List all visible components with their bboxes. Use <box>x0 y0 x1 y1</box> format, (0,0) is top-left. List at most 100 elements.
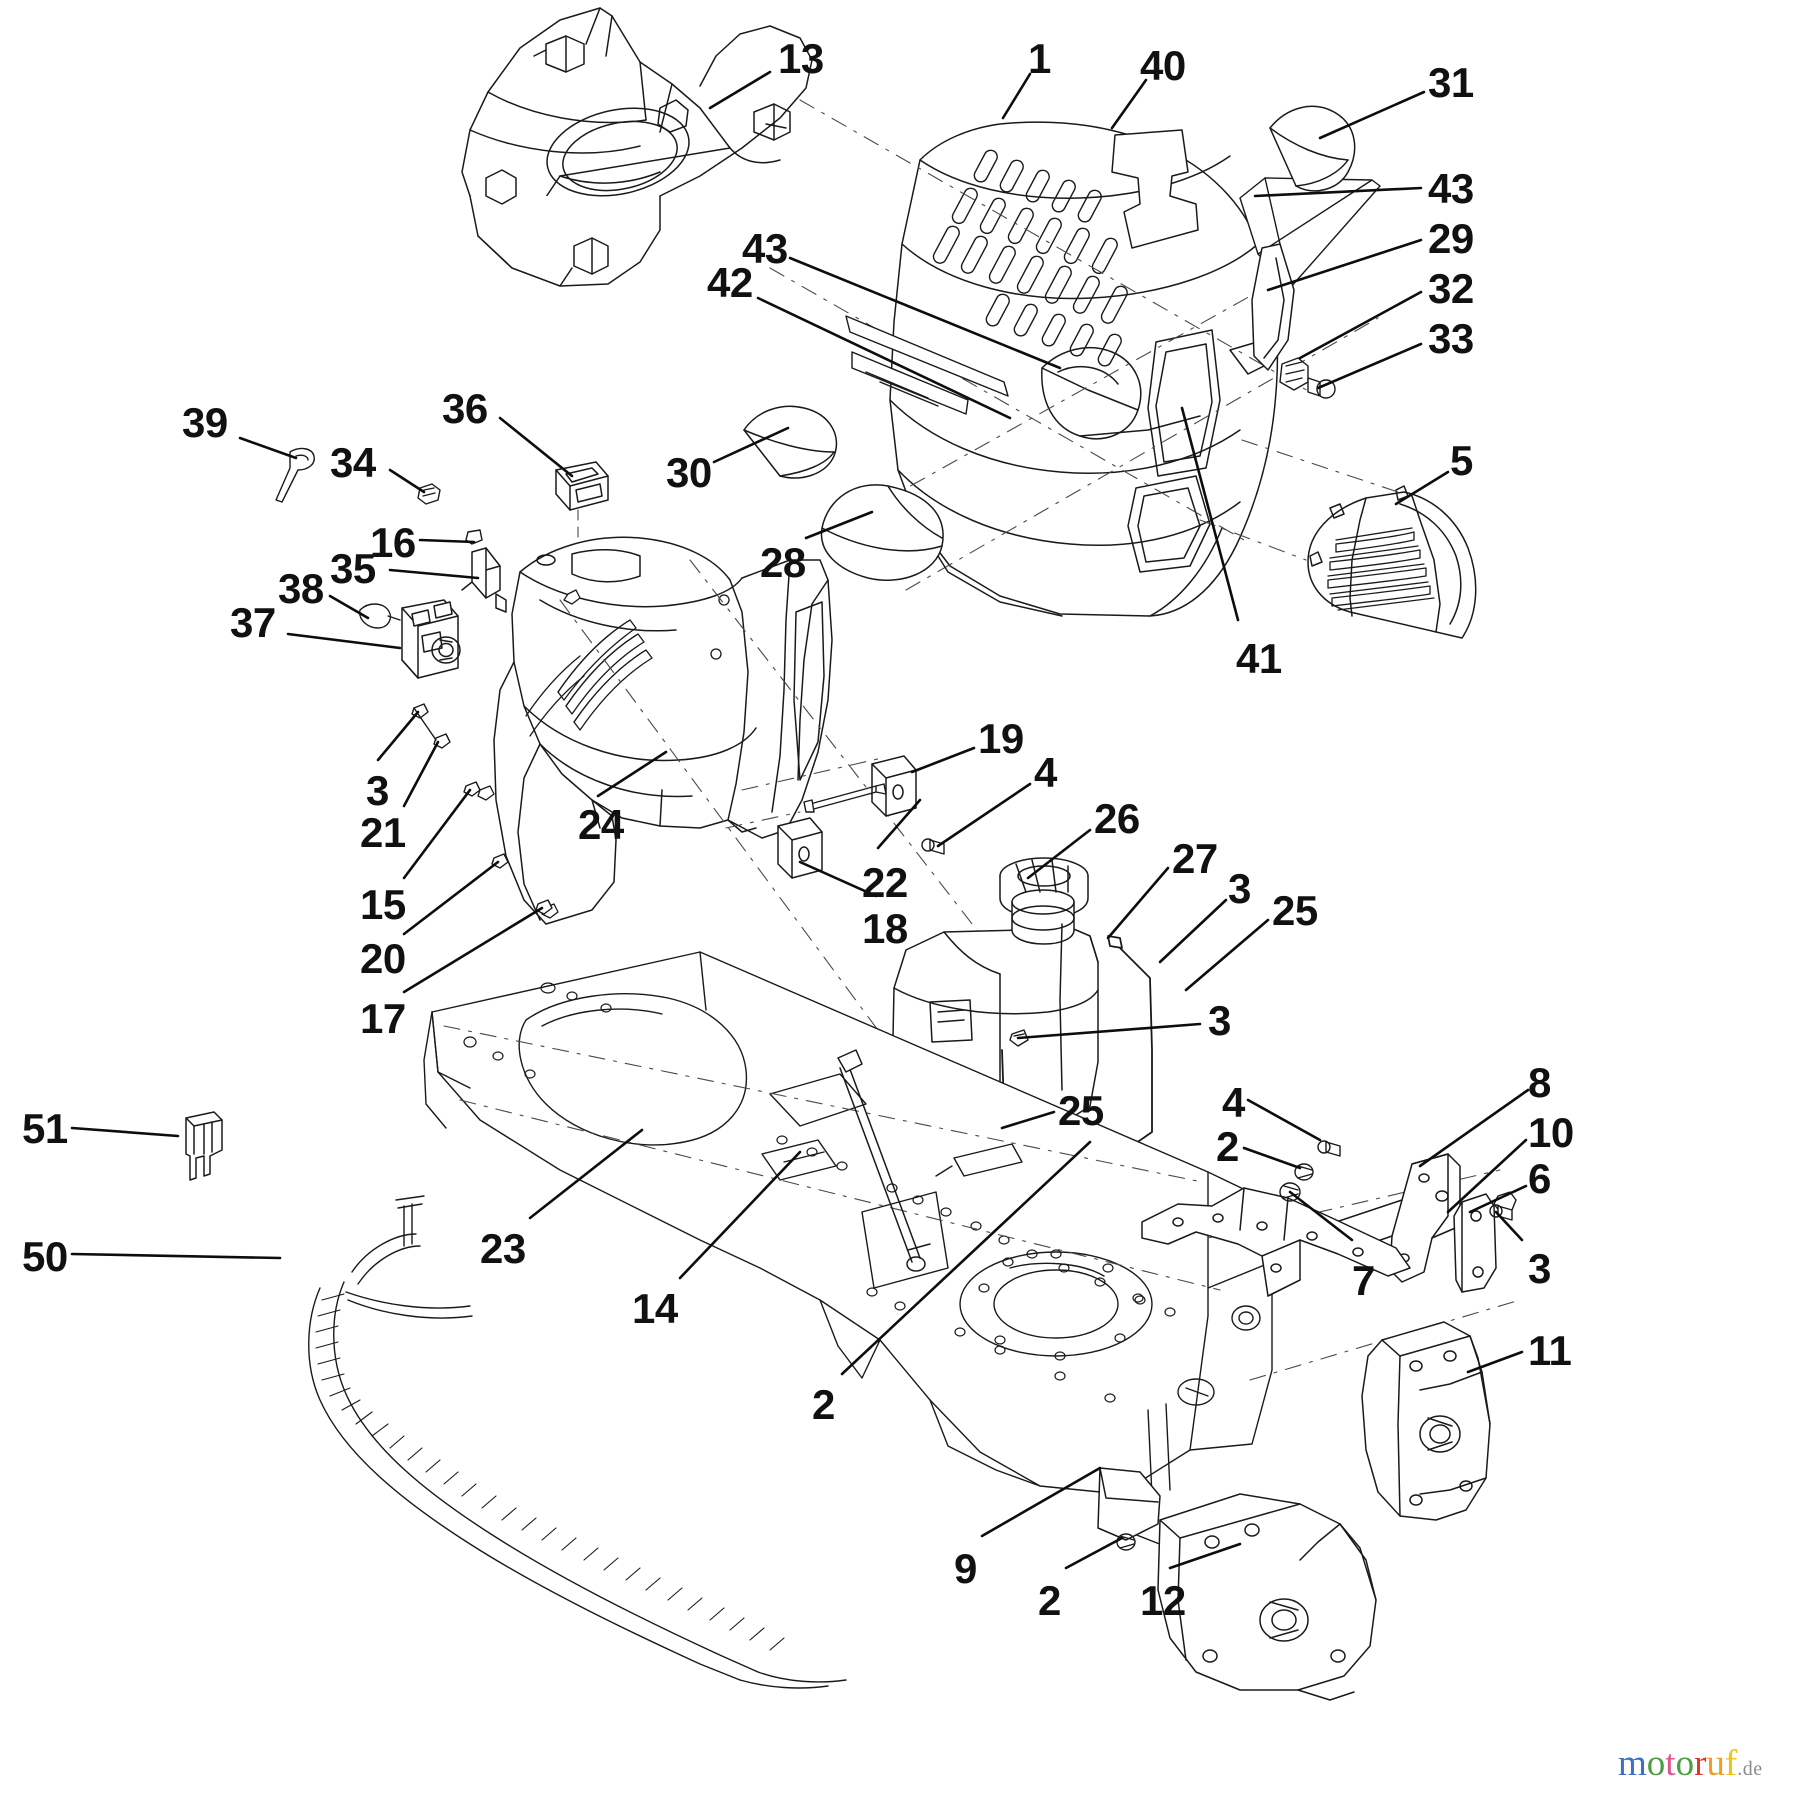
part-29-side-trim <box>1251 243 1295 371</box>
leader-line-13 <box>708 70 772 110</box>
part-39-key <box>275 447 315 503</box>
watermark-letter: u <box>1706 1743 1725 1784</box>
callout-3: 3 <box>1208 997 1231 1044</box>
callout-5: 5 <box>1450 437 1473 484</box>
leader-line-50 <box>70 1252 282 1260</box>
callout-3: 3 <box>1528 1245 1551 1292</box>
watermark-letter: m <box>1618 1743 1647 1784</box>
leader-line-25 <box>1000 1110 1056 1130</box>
leader-line-28 <box>804 510 874 540</box>
callout-27: 27 <box>1172 835 1218 882</box>
callout-43: 43 <box>742 225 788 272</box>
part-42-front-decal <box>845 315 1009 415</box>
leader-line-30 <box>712 426 790 464</box>
leader-line-3 <box>1158 898 1228 964</box>
leader-line-43 <box>788 256 1062 370</box>
part-40-trim-strip <box>1111 129 1199 249</box>
callout-28: 28 <box>760 539 806 586</box>
leader-line-24 <box>596 750 668 798</box>
callout-41: 41 <box>1236 635 1282 682</box>
part-14-throttle-rod <box>837 1049 931 1272</box>
leader-line-42 <box>756 296 1012 420</box>
callout-33: 33 <box>1428 315 1474 362</box>
watermark-letter: t <box>1665 1743 1676 1784</box>
leader-line-12 <box>1168 1542 1242 1570</box>
callout-10: 10 <box>1528 1109 1574 1156</box>
leader-line-1 <box>1001 72 1032 120</box>
callout-12: 12 <box>1140 1577 1186 1624</box>
leader-line-35 <box>388 568 480 580</box>
leader-line-4 <box>1246 1098 1322 1142</box>
callout-25: 25 <box>1058 1087 1104 1134</box>
part-24-dash-panel <box>477 536 833 925</box>
part-11-frame-bracket-right <box>1361 1321 1491 1521</box>
part-frame-crossbar <box>1141 1187 1411 1297</box>
leader-line-16 <box>418 538 476 544</box>
callout-1: 1 <box>1028 35 1051 82</box>
callout-8: 8 <box>1528 1059 1551 1106</box>
callout-20: 20 <box>360 935 406 982</box>
callout-42: 42 <box>707 259 753 306</box>
callout-39: 39 <box>182 399 228 446</box>
leader-line-51 <box>70 1126 180 1138</box>
callout-11: 11 <box>1528 1327 1572 1374</box>
callout-26: 26 <box>1094 795 1140 842</box>
callout-34: 34 <box>330 439 376 486</box>
leader-line-40 <box>1110 78 1148 130</box>
part-30-lens <box>743 405 838 479</box>
part-4-bolt-a <box>921 838 945 855</box>
part-51-fuse <box>185 1111 223 1181</box>
leader-line-43 <box>1253 186 1423 198</box>
leader-line-2 <box>1064 1536 1124 1570</box>
leader-line-29 <box>1266 238 1423 292</box>
leader-line-37 <box>286 632 402 650</box>
callout-40: 40 <box>1140 42 1186 89</box>
callout-4: 4 <box>1222 1079 1245 1126</box>
watermark-letter: o <box>1646 1743 1666 1784</box>
callout-36: 36 <box>442 385 488 432</box>
callout-14: 14 <box>632 1285 678 1332</box>
callout-50: 50 <box>22 1233 68 1280</box>
callout-3: 3 <box>1228 865 1251 912</box>
part-19-bracket <box>871 755 917 817</box>
leader-line-22 <box>876 798 922 850</box>
leader-line-21 <box>402 740 440 808</box>
part-38-clip <box>359 603 401 629</box>
callout-38: 38 <box>278 565 324 612</box>
callout-51: 51 <box>22 1105 68 1152</box>
callout-7: 7 <box>1352 1257 1375 1304</box>
part-18-bracket <box>777 817 823 879</box>
callout-31: 31 <box>1428 59 1474 106</box>
leader-line-9 <box>980 1466 1102 1538</box>
leader-line-14 <box>678 1150 802 1280</box>
callout-2: 2 <box>1216 1123 1239 1170</box>
callout-13: 13 <box>778 35 824 82</box>
leader-line-41 <box>1180 406 1240 622</box>
part-50-wiring-harness <box>308 1195 847 1689</box>
callout-32: 32 <box>1428 265 1474 312</box>
callout-23: 23 <box>480 1225 526 1272</box>
leader-line-23 <box>528 1128 644 1220</box>
part-37-pto-switch <box>401 599 461 679</box>
part-34-nut <box>417 483 441 505</box>
callout-17: 17 <box>360 995 406 1042</box>
leader-line-3 <box>376 710 420 762</box>
watermark-suffix: .de <box>1737 1758 1763 1780</box>
leader-line-31 <box>1318 90 1426 140</box>
leader-line-2 <box>840 1140 1092 1376</box>
callout-6: 6 <box>1528 1155 1551 1202</box>
callout-43: 43 <box>1428 165 1474 212</box>
callout-21: 21 <box>360 809 406 856</box>
leader-line-18 <box>798 860 878 898</box>
leader-line-17 <box>402 906 544 994</box>
part-9-frame-rail <box>1097 1467 1161 1541</box>
leader-line-25 <box>1184 918 1270 992</box>
part-33-pin <box>1307 377 1336 399</box>
leader-line-27 <box>1106 866 1170 940</box>
part-13-shroud <box>461 7 813 287</box>
leader-line-7 <box>1288 1190 1354 1242</box>
part-16-washer <box>465 529 483 545</box>
part-4-bolt-right <box>1317 1140 1341 1157</box>
